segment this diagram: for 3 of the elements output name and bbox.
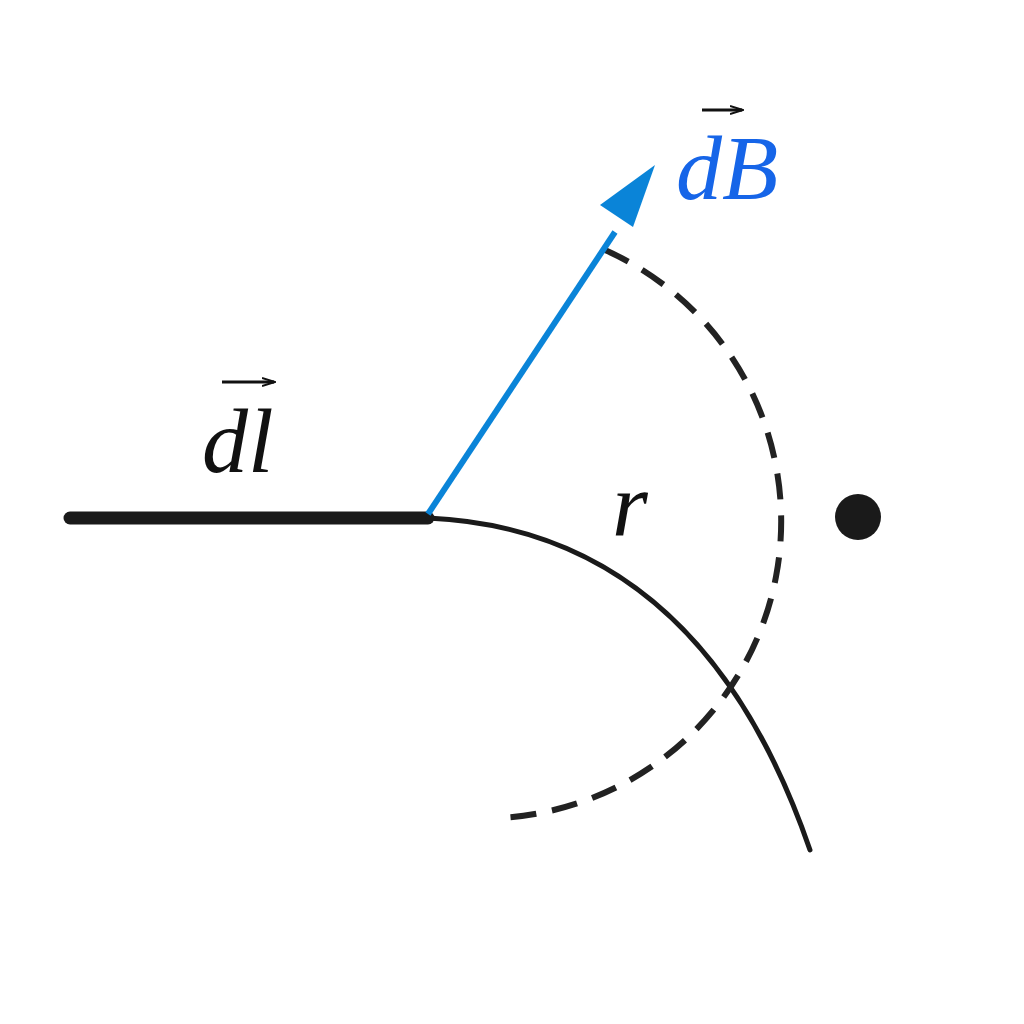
- vector-label: dB: [676, 122, 779, 214]
- distance-label: r: [612, 458, 648, 550]
- vector-label: dl: [202, 395, 274, 487]
